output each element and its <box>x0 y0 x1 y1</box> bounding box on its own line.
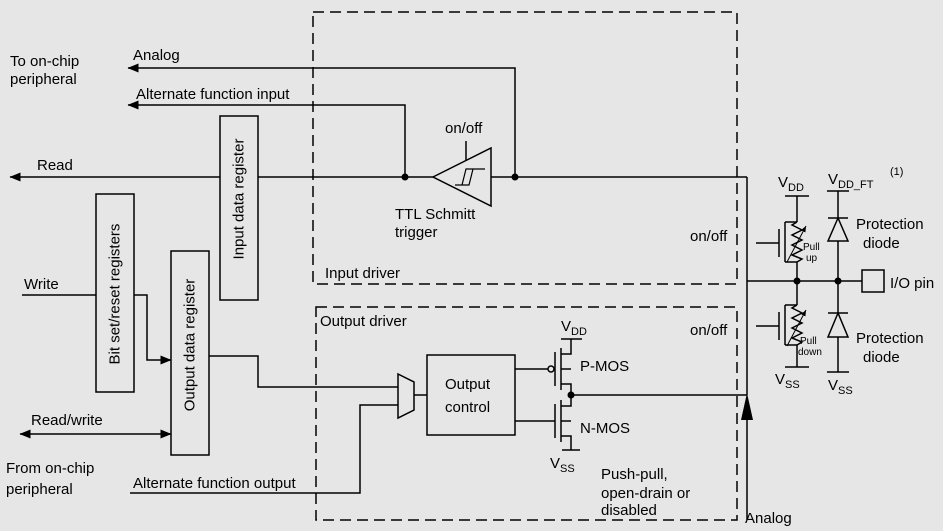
pull-down-zigzag <box>790 304 804 367</box>
pmos-drain-lead <box>561 383 572 395</box>
pin-label: I/O pin <box>890 275 934 292</box>
analog-output-label: Analog <box>745 510 792 527</box>
pull-down-label-line1: Pull <box>800 336 817 347</box>
analog-junction-dot <box>511 173 519 181</box>
pull-down-resistor <box>756 281 807 367</box>
vss-pull-down-label: VSS <box>775 371 800 391</box>
bit-set-reset-register-label: Bit set/reset registers <box>107 224 124 365</box>
pull-node-dot <box>793 277 801 285</box>
vss-pull-down-label-sub: SS <box>785 379 800 391</box>
output-data-to-mux-wire <box>209 355 398 388</box>
alternate-function-junction-dot <box>401 173 409 181</box>
vss-output-label-sub: SS <box>560 463 575 475</box>
pull-up-resistor <box>756 196 807 281</box>
pmos-source-lead <box>561 339 572 355</box>
pull-down-variable-arrow <box>786 309 807 347</box>
input-driver-boundary <box>312 11 738 285</box>
output-data-register-label: Output data register <box>182 279 199 412</box>
pmos-gate-bubble <box>547 365 555 373</box>
bit-set-reset-register-box <box>95 193 135 393</box>
pull-down-label-line2: down <box>798 347 822 358</box>
output-driver-boundary <box>315 306 738 521</box>
input-data-register-label: Input data register <box>231 139 248 260</box>
nmos-transistor <box>554 395 572 450</box>
output-mux-symbol <box>397 372 415 420</box>
protection-diodes <box>826 191 850 372</box>
read-label: Read <box>37 157 73 174</box>
output-driver-label: Output driver <box>320 313 407 330</box>
vdd-output-label-sub: DD <box>571 326 587 338</box>
lower-diode-label-line2: diode <box>863 349 900 366</box>
pull-down-switch-label: on/off <box>690 322 728 339</box>
output-data-register-box <box>170 250 210 456</box>
vdd-output-label: VDD <box>561 318 587 338</box>
vdd-ft-label-main: V <box>828 171 838 188</box>
read-write-label: Read/write <box>31 412 103 429</box>
to-peripheral-label-line2: peripheral <box>10 71 77 88</box>
schmitt-trigger-label-line1: TTL Schmitt <box>395 206 476 223</box>
analog-input-label: Analog <box>133 47 180 64</box>
lower-diode-label-line1: Protection <box>856 330 924 347</box>
vss-pull-down-label-main: V <box>775 371 785 388</box>
schmitt-trigger-symbol <box>431 146 492 208</box>
vss-output-label: VSS <box>550 455 575 475</box>
schmitt-enable-label: on/off <box>445 120 483 137</box>
pmos-transistor <box>554 339 572 395</box>
vdd-ft-label-sub: DD_FT <box>838 179 874 191</box>
vdd-output-label-main: V <box>561 318 571 335</box>
to-peripheral-label-line1: To on-chip <box>10 53 79 70</box>
vdd-ft-footnote: (1) <box>890 166 903 178</box>
io-pin-box <box>861 269 885 293</box>
output-control-box <box>426 354 516 436</box>
pull-up-label-line1: Pull <box>803 242 820 253</box>
vdd-pad-label-main: V <box>778 174 788 191</box>
from-peripheral-label-line2: peripheral <box>6 481 73 498</box>
pull-up-zigzag <box>790 221 804 281</box>
schmitt-trigger-label-line2: trigger <box>395 224 438 241</box>
pull-up-switch-label: on/off <box>690 228 728 245</box>
alternate-function-input-label: Alternate function input <box>136 86 290 103</box>
alternate-function-input-wire <box>127 100 406 177</box>
vdd-pad-label: VDD <box>778 174 804 194</box>
hysteresis-icon <box>455 168 485 186</box>
vss-diode-label: VSS <box>828 377 853 397</box>
write-label: Write <box>24 276 59 293</box>
pull-up-label-line2: up <box>806 253 818 264</box>
output-node-dot <box>567 391 575 399</box>
vss-diode-label-sub: SS <box>838 385 853 397</box>
vdd-pad-label-sub: DD <box>788 182 804 194</box>
output-control-label-line2: control <box>445 399 490 416</box>
analog-input-wire <box>127 63 516 177</box>
alternate-function-output-label: Alternate function output <box>133 475 296 492</box>
from-peripheral-label-line1: From on-chip <box>6 460 94 477</box>
analog-output-arrowhead <box>741 393 753 420</box>
nmos-label: N-MOS <box>580 420 630 437</box>
vss-diode-label-main: V <box>828 377 838 394</box>
bit-set-reset-to-output-data-wire <box>134 294 172 365</box>
input-data-register-box <box>219 115 259 301</box>
output-control-label-line1: Output <box>445 376 491 393</box>
nmos-source-lead <box>561 435 572 450</box>
output-mode-label-line3: disabled <box>601 502 657 519</box>
diode-node-dot <box>834 277 842 285</box>
input-driver-label: Input driver <box>325 265 400 282</box>
vdd-ft-label: VDD_FT <box>828 171 874 191</box>
pull-up-variable-arrow <box>786 225 807 263</box>
alternate-function-output-wire <box>130 404 398 494</box>
output-mode-label-line1: Push-pull, <box>601 466 668 483</box>
nmos-drain-lead <box>561 395 572 407</box>
output-mode-label-line2: open-drain or <box>601 485 690 502</box>
upper-diode-label-line2: diode <box>863 235 900 252</box>
upper-diode-label-line1: Protection <box>856 216 924 233</box>
pmos-label: P-MOS <box>580 358 629 375</box>
vss-output-label-main: V <box>550 455 560 472</box>
